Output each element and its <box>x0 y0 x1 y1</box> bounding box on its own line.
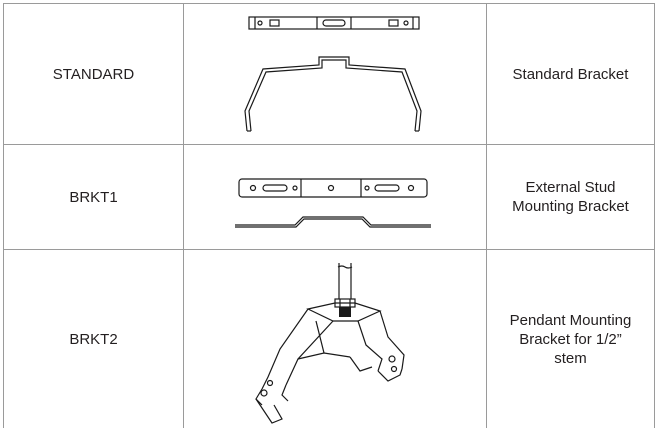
table-border-left <box>3 3 4 428</box>
description-line: External Stud <box>525 179 616 196</box>
bracket-table: STANDARD Standard Bracket BRKT1 External… <box>3 3 657 428</box>
row-brkt1-description: External Stud Mounting Bracket <box>487 145 654 249</box>
description-line: Mounting Bracket <box>512 198 629 215</box>
description-line: stem <box>554 349 587 367</box>
table-border-top <box>3 3 654 4</box>
row-standard-code: STANDARD <box>4 4 183 144</box>
code-label: BRKT2 <box>69 330 118 348</box>
row-brkt1-code: BRKT1 <box>4 145 183 249</box>
threaded-nipple-icon <box>339 307 351 317</box>
standard-bracket-drawing <box>244 16 422 132</box>
code-label: BRKT1 <box>69 188 118 206</box>
row-divider-1 <box>3 144 654 145</box>
row-brkt2-code: BRKT2 <box>4 250 183 428</box>
row-brkt2-description: Pendant Mounting Bracket for 1/2” stem <box>487 250 654 428</box>
row-divider-2 <box>3 249 654 250</box>
brkt2-bracket-drawing <box>255 263 405 424</box>
row-standard-description: Standard Bracket <box>487 4 654 144</box>
column-divider-2 <box>486 3 487 428</box>
code-label: STANDARD <box>52 65 135 83</box>
column-divider-1 <box>183 3 184 428</box>
description-line: Bracket for 1/2” <box>519 330 622 348</box>
description-label: Standard Bracket <box>512 65 629 83</box>
table-border-right <box>654 3 655 428</box>
description-line: Pendant Mounting <box>509 311 632 329</box>
brkt1-bracket-drawing <box>235 178 431 228</box>
